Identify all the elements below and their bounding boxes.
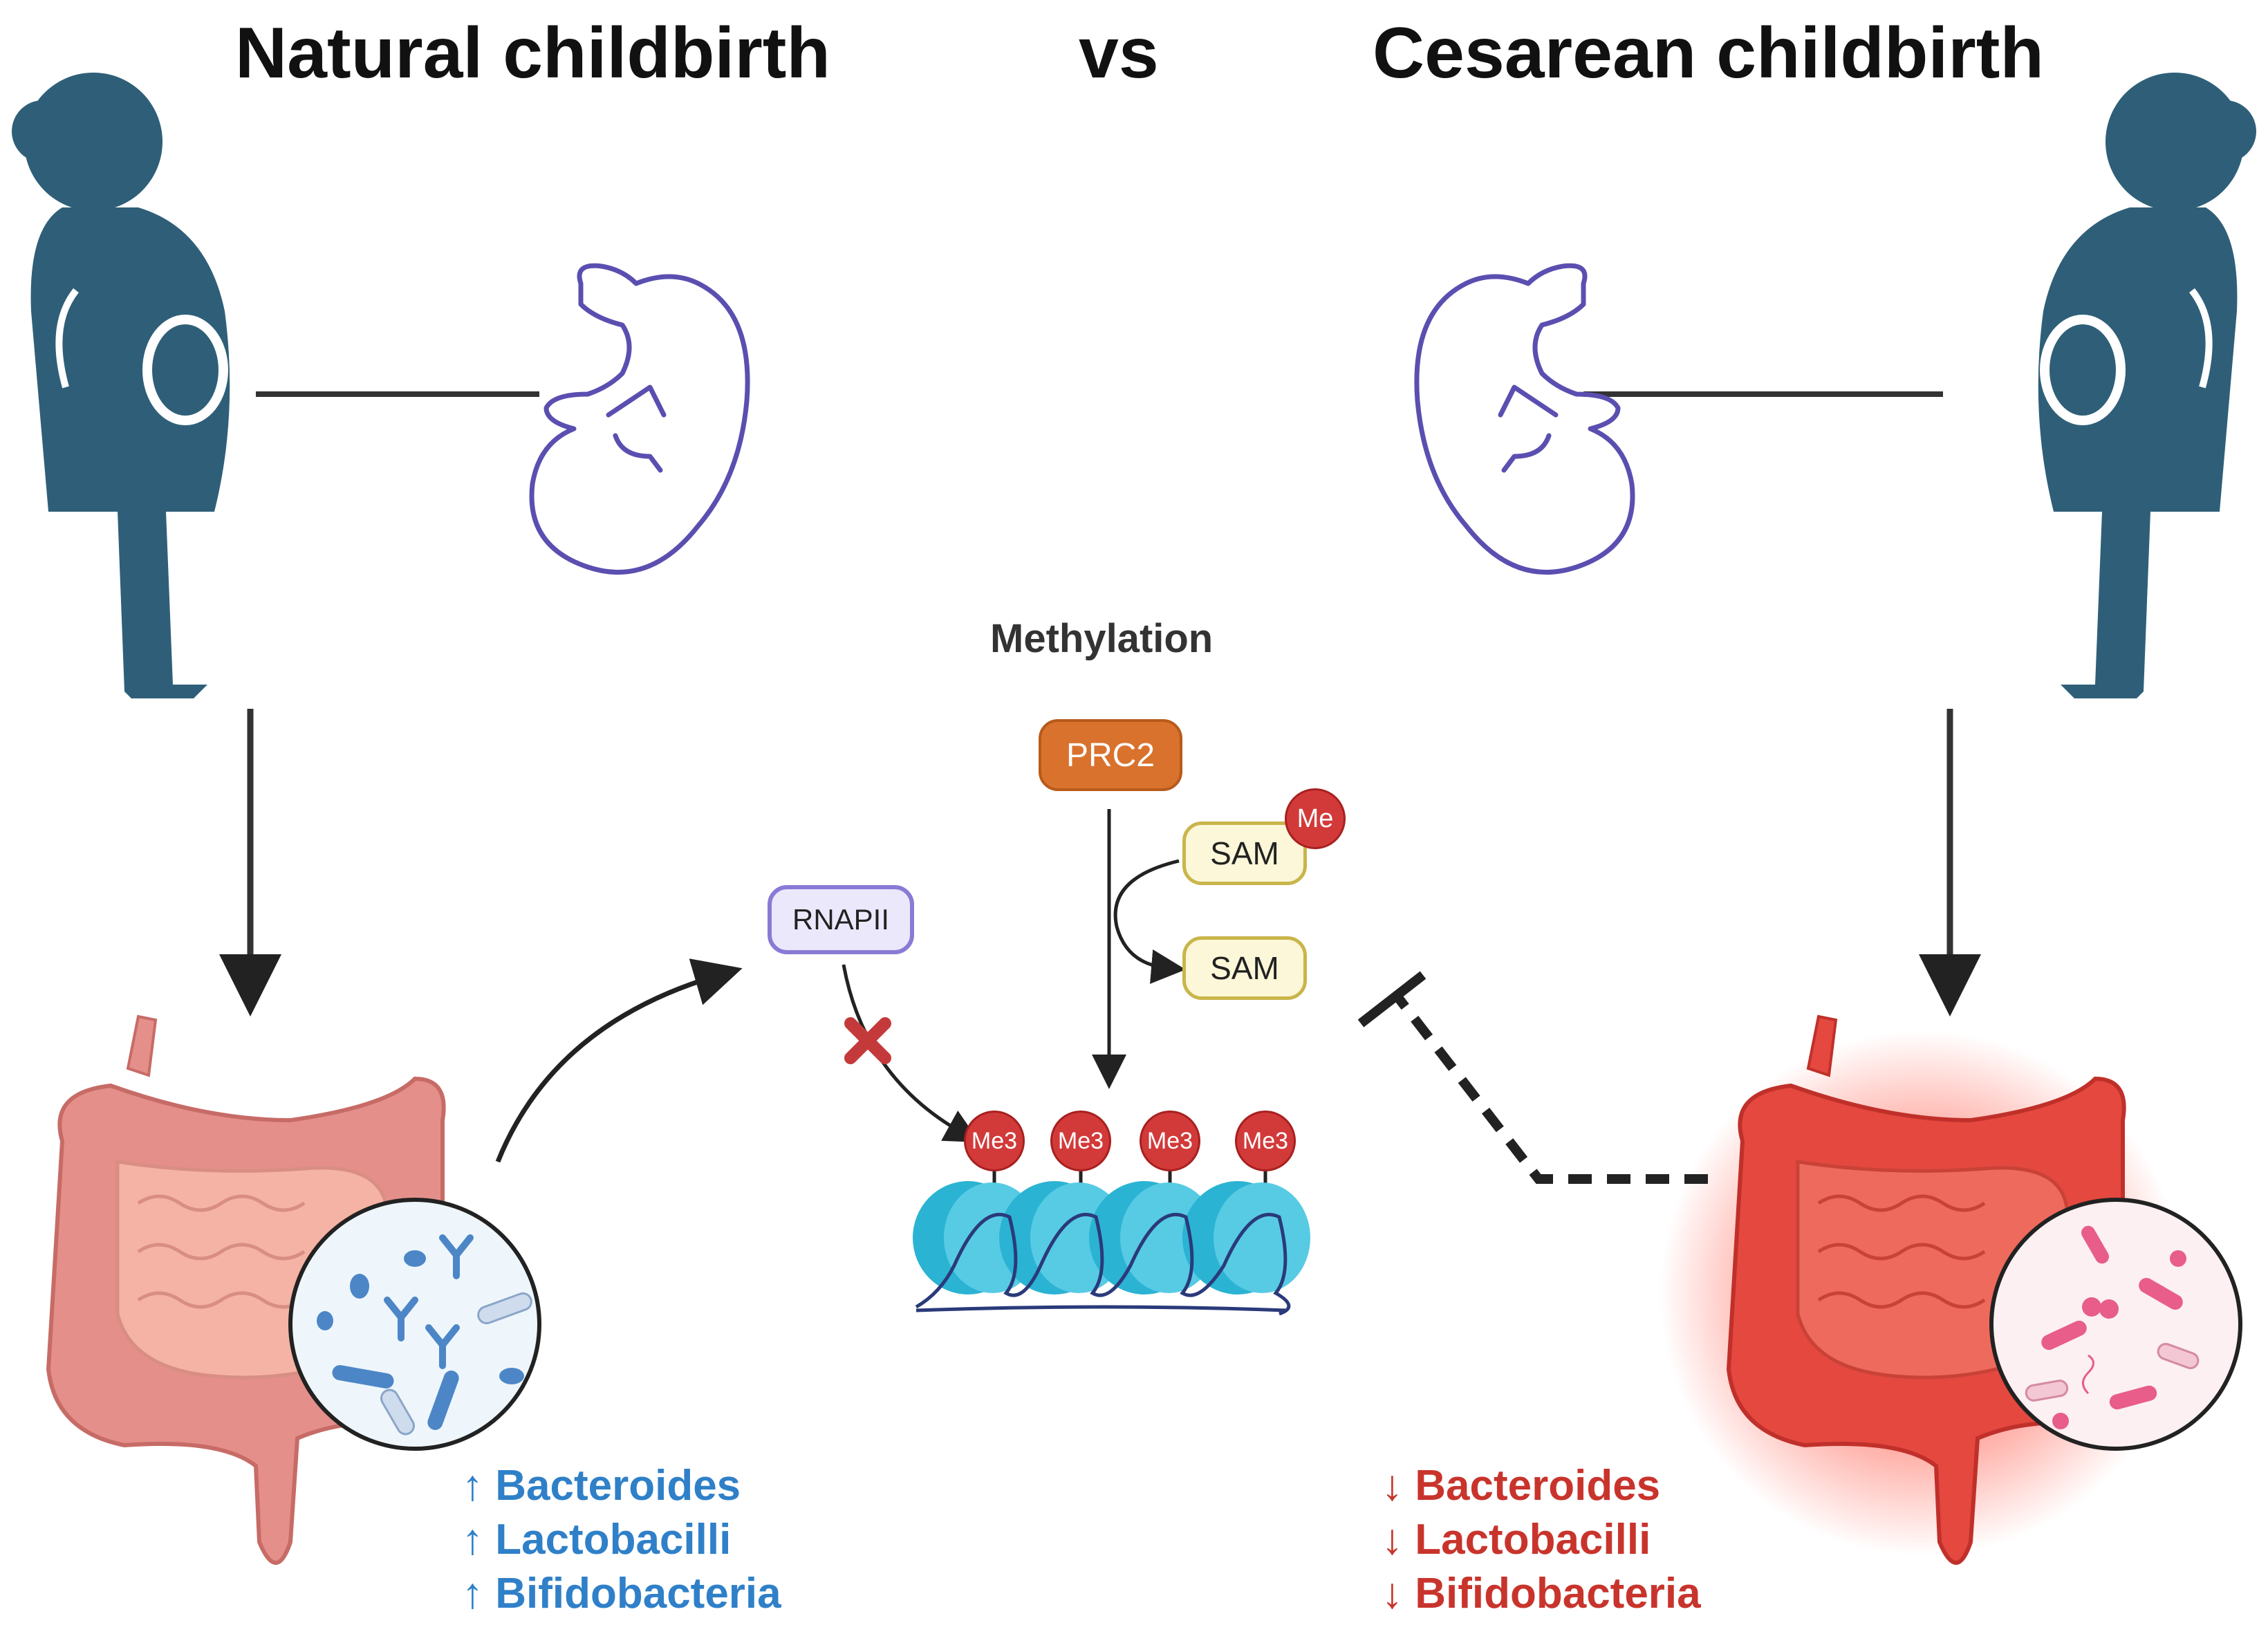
prc2-box: PRC2 <box>1039 719 1182 791</box>
microbe-change-item: ↓ Lactobacilli <box>1382 1516 1651 1563</box>
healthy-microbiome-magnifier <box>288 1198 541 1451</box>
nucleosome <box>1182 1170 1310 1294</box>
methylation-label: Methylation <box>990 616 1214 661</box>
inhibition-bar-icon <box>1357 971 1426 1028</box>
pregnant-mother-left-icon <box>12 73 230 698</box>
me3-mark: Me3 <box>964 1111 1025 1171</box>
methyl-group-badge: Me <box>1285 788 1346 849</box>
inhibition-cross-icon <box>844 1017 891 1064</box>
me3-mark: Me3 <box>1235 1111 1296 1171</box>
cesarean-childbirth-title: Cesarean childbirth <box>1373 13 2044 93</box>
microbe-change-item: ↑ Bacteroides <box>462 1462 741 1510</box>
microbe-change-item: ↑ Bifidobacteria <box>462 1570 781 1617</box>
sam-methylated-box: SAM <box>1182 822 1307 885</box>
dashed-inhibition-line <box>1393 992 1708 1184</box>
microbe-change-item: ↓ Bifidobacteria <box>1382 1570 1701 1617</box>
arrow-to-rnapii <box>495 958 743 1163</box>
me3-mark: Me3 <box>1140 1111 1200 1171</box>
fetus-right-icon <box>1414 263 1635 575</box>
sam-conversion-arrow <box>1113 859 1186 984</box>
rnapii-box: RNAPII <box>768 885 914 954</box>
fetus-left-icon <box>529 263 750 575</box>
dna-strand <box>915 1212 1291 1316</box>
microbe-change-item: ↓ Bacteroides <box>1382 1462 1661 1510</box>
chromatin-nucleosomes <box>913 1170 1310 1316</box>
cesarean-microbe-changes: ↓ Bacteroides ↓ Lactobacilli ↓ Bifidobac… <box>1382 1459 1701 1621</box>
dysbiotic-microbiome-magnifier <box>1989 1198 2242 1451</box>
pregnant-mother-right-icon <box>2038 73 2256 698</box>
microbe-change-item: ↑ Lactobacilli <box>462 1516 732 1563</box>
vs-label: vs <box>1079 13 1159 93</box>
sam-demethylated-box: SAM <box>1182 936 1307 1000</box>
natural-childbirth-title: Natural childbirth <box>235 13 830 93</box>
natural-microbe-changes: ↑ Bacteroides ↑ Lactobacilli ↑ Bifidobac… <box>462 1459 781 1621</box>
me3-mark: Me3 <box>1050 1111 1111 1171</box>
